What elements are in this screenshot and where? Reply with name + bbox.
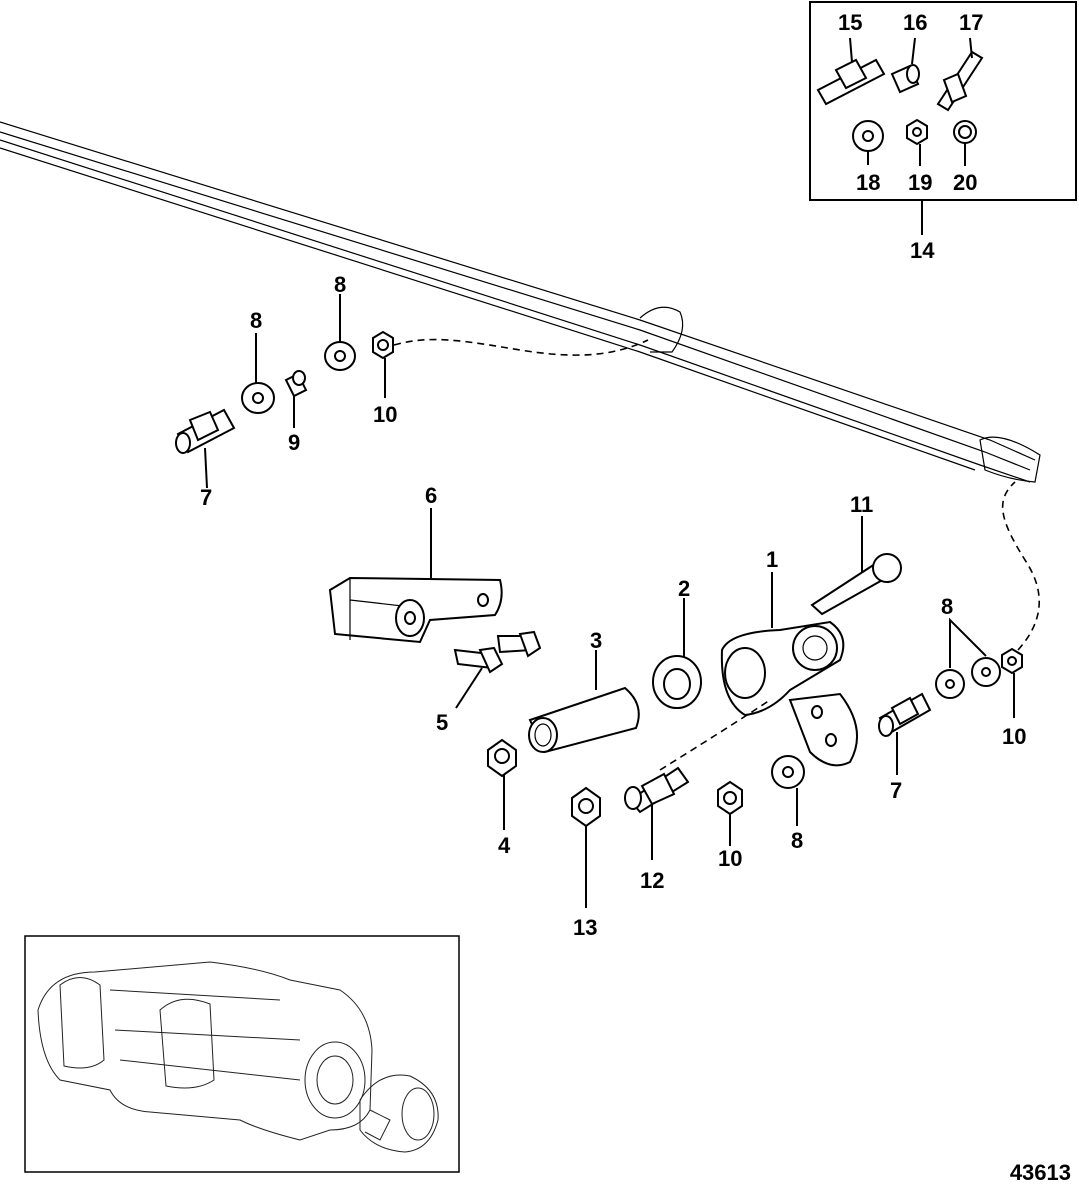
nut-19-part bbox=[906, 118, 928, 166]
sleeve-16-part bbox=[890, 37, 920, 94]
nut-10-upper-part bbox=[372, 330, 394, 398]
washer-8-lower-part bbox=[771, 755, 805, 826]
callout-18: 18 bbox=[856, 170, 880, 195]
callout-17: 17 bbox=[959, 10, 983, 35]
callout-13: 13 bbox=[573, 915, 597, 940]
bolt-11-part bbox=[810, 516, 902, 616]
callout-11: 11 bbox=[850, 492, 873, 517]
nut-10-lower-part bbox=[717, 780, 743, 846]
callout-16: 16 bbox=[903, 10, 927, 35]
callout-12: 12 bbox=[640, 868, 664, 893]
callout-2: 2 bbox=[678, 576, 690, 601]
callout-1: 1 bbox=[766, 547, 778, 572]
callout-3: 3 bbox=[590, 628, 602, 653]
washer-8-left-part bbox=[241, 333, 275, 414]
figure-number: 43613 bbox=[1009, 1160, 1071, 1185]
washer-8-upper-part bbox=[324, 294, 356, 371]
engine-inset bbox=[24, 935, 460, 1173]
callout-15: 15 bbox=[838, 10, 862, 35]
stud-15-part bbox=[816, 37, 886, 106]
stud-17-part bbox=[936, 37, 984, 112]
callout-19: 19 bbox=[908, 170, 932, 195]
callout-10-lower: 10 bbox=[718, 846, 742, 871]
bushing-2-part bbox=[652, 598, 702, 709]
callout-7-right: 7 bbox=[890, 778, 902, 803]
lower-parts bbox=[571, 699, 805, 908]
callout-14: 14 bbox=[910, 238, 935, 263]
washer-18-part bbox=[852, 120, 884, 165]
stud-12-part bbox=[624, 766, 690, 860]
callout-5: 5 bbox=[436, 710, 448, 735]
upper-parts bbox=[175, 294, 649, 489]
nut-4-part bbox=[487, 738, 517, 830]
right-parts bbox=[878, 481, 1041, 775]
washer-8-right-b-part bbox=[971, 657, 1001, 687]
nut-10-right-part bbox=[1001, 647, 1023, 718]
callout-20: 20 bbox=[953, 170, 977, 195]
callout-8-left: 8 bbox=[250, 308, 262, 333]
sleeve-9-part bbox=[284, 370, 308, 428]
bushing-20-part bbox=[953, 120, 977, 166]
bracket-6-part bbox=[328, 508, 503, 644]
callout-4: 4 bbox=[498, 833, 511, 858]
bolts-5-part bbox=[453, 630, 542, 709]
stud-7-left-part bbox=[175, 408, 236, 489]
callout-9: 9 bbox=[288, 430, 300, 455]
washer-8-right-a-part bbox=[935, 669, 965, 699]
lever-1-part bbox=[720, 572, 858, 767]
linkage-rod bbox=[0, 121, 1041, 483]
callout-8-right: 8 bbox=[941, 594, 953, 619]
kit-box bbox=[809, 1, 1077, 235]
callout-7-left: 7 bbox=[200, 485, 212, 510]
nut-13-part bbox=[571, 786, 601, 908]
callout-8-upper: 8 bbox=[334, 272, 346, 297]
spacer-tube-3-part bbox=[528, 650, 640, 754]
callout-6: 6 bbox=[425, 483, 437, 508]
callout-10-right: 10 bbox=[1002, 724, 1026, 749]
callout-8-lower: 8 bbox=[791, 828, 803, 853]
callout-10-upper: 10 bbox=[373, 402, 397, 427]
stud-7-right-part bbox=[878, 692, 932, 775]
